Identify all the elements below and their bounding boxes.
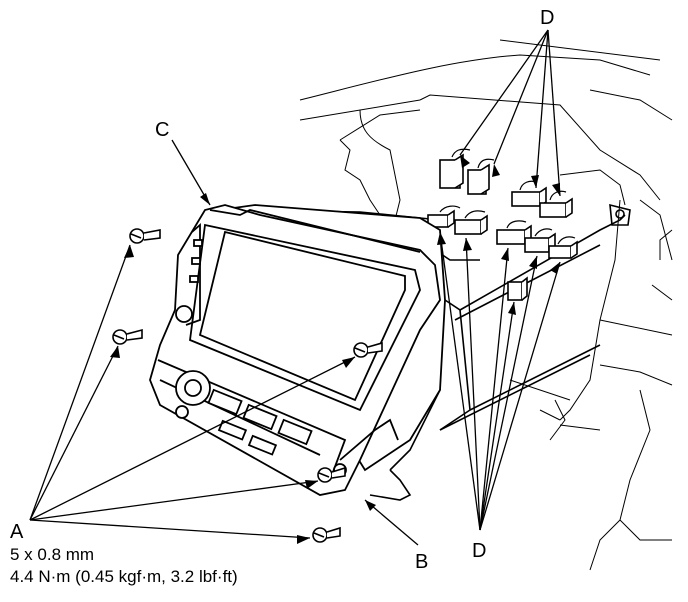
dashboard-outline: [299, 39, 673, 571]
connector: [548, 240, 578, 259]
callout-c: C: [155, 119, 169, 141]
callout-b: B: [415, 551, 428, 573]
bolt: [312, 526, 341, 543]
connector: [539, 197, 573, 218]
connector: [507, 276, 528, 301]
bolt-size-spec: 5 x 0.8 mm: [10, 545, 94, 564]
callout-a: A: [10, 521, 24, 543]
callout-d-top: D: [540, 7, 554, 29]
arrowheads: [110, 155, 560, 544]
bolt: [353, 341, 383, 358]
connector: [524, 232, 556, 253]
bolt: [129, 228, 161, 244]
torque-spec: 4.4 N·m (0.45 kgf·m, 3.2 lbf·ft): [10, 567, 238, 586]
connector: [467, 163, 490, 195]
bolt: [112, 328, 143, 345]
connector: [511, 186, 547, 207]
callout-d-bottom: D: [472, 540, 486, 562]
bolt: [317, 466, 346, 483]
audio-navigation-unit: [149, 204, 446, 496]
connector: [439, 153, 464, 189]
bolt-group: [112, 228, 383, 543]
connector: [427, 209, 455, 228]
leader-lines: [29, 29, 561, 546]
connector: [496, 224, 532, 245]
connector: [454, 214, 488, 235]
connector-group: [427, 153, 578, 301]
